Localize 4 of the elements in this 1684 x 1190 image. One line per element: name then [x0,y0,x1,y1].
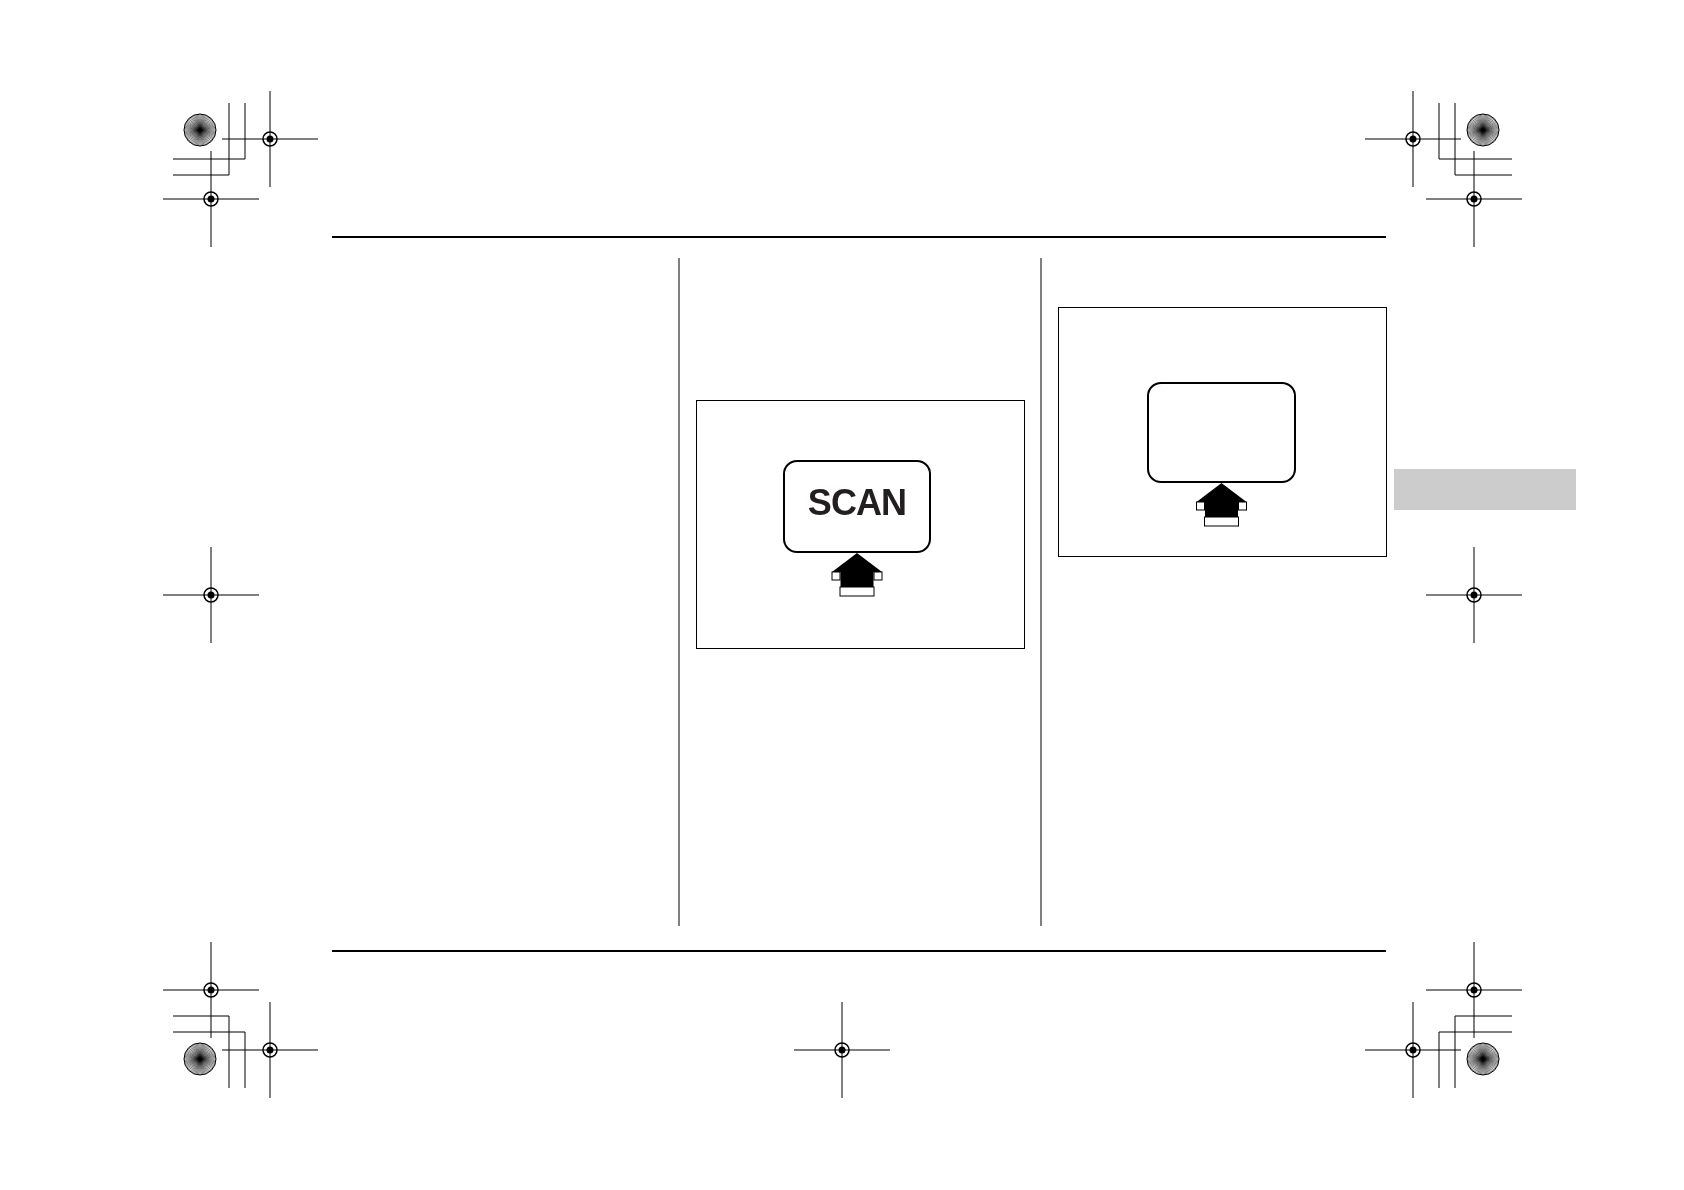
button-label: SCAN [807,484,907,521]
section-tab [1394,469,1576,510]
button-outline [1147,382,1296,483]
scan-button [783,460,931,553]
